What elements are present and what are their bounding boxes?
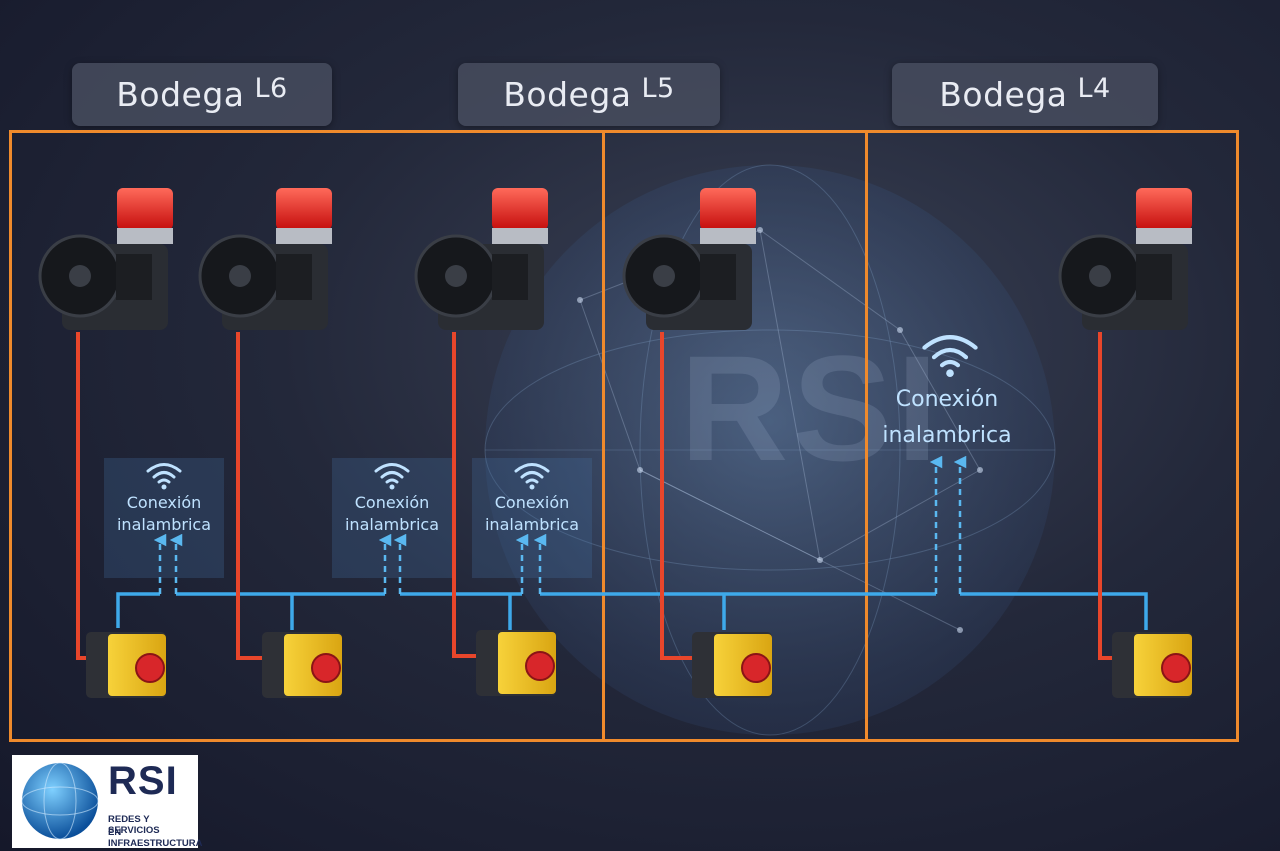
bodega-label-l5: Bodega L5 bbox=[458, 63, 720, 126]
siren-5 bbox=[1058, 188, 1192, 330]
emergency-button-1 bbox=[86, 632, 166, 698]
wireless-label-line2: inalambrica bbox=[116, 515, 211, 534]
emergency-button-4 bbox=[692, 632, 772, 698]
wireless-box-1: Conexión inalambrica bbox=[104, 458, 224, 578]
logo-subtitle-1: REDES Y SERVICIOS bbox=[108, 814, 160, 836]
emergency-button-2 bbox=[262, 632, 342, 698]
bodega-label-l6: Bodega L6 bbox=[72, 63, 332, 126]
bodega-level: L6 bbox=[254, 73, 288, 104]
logo-name: RSI bbox=[108, 759, 178, 803]
wireless-box-2: Conexión inalambrica bbox=[332, 458, 452, 578]
wireless-label-line1: Conexión bbox=[354, 493, 430, 512]
bodega-level: L5 bbox=[641, 73, 675, 104]
bodega-name: Bodega bbox=[939, 75, 1068, 114]
bodega-label-l4: Bodega L4 bbox=[892, 63, 1158, 126]
zone-frame-l4 bbox=[865, 130, 1239, 742]
wireless-large-line2: inalambrica bbox=[882, 423, 1012, 448]
emergency-button-3 bbox=[476, 630, 556, 696]
wireless-large-line1: Conexión bbox=[895, 387, 999, 412]
rsi-logo: RSI REDES Y SERVICIOS EN INFRAESTRUCTURA bbox=[12, 755, 202, 849]
logo-subtitle-2: EN INFRAESTRUCTURA bbox=[108, 827, 203, 849]
globe-logo-icon bbox=[21, 762, 99, 840]
siren-2 bbox=[198, 188, 332, 330]
bodega-name: Bodega bbox=[116, 75, 245, 114]
wireless-label-line1: Conexión bbox=[494, 493, 570, 512]
wireless-uplinks bbox=[153, 455, 967, 594]
wireless-label-line1: Conexión bbox=[126, 493, 202, 512]
wireless-bus bbox=[116, 592, 1148, 630]
bodega-name: Bodega bbox=[503, 75, 632, 114]
wireless-label-line2: inalambrica bbox=[344, 515, 439, 534]
wireless-box-3: Conexión inalambrica bbox=[472, 458, 592, 578]
wired-cables bbox=[76, 332, 1120, 660]
siren-3 bbox=[414, 188, 548, 330]
siren-1 bbox=[38, 188, 173, 330]
emergency-button-5 bbox=[1112, 632, 1192, 698]
wifi-icon bbox=[514, 463, 550, 490]
siren-4 bbox=[622, 188, 756, 330]
wireless-label-large: Conexión inalambrica bbox=[862, 382, 1032, 454]
rsi-watermark: RSI bbox=[680, 324, 943, 492]
wireless-label-line2: inalambrica bbox=[484, 515, 579, 534]
bodega-level: L4 bbox=[1077, 73, 1111, 104]
wifi-icon bbox=[374, 463, 410, 490]
wifi-icon bbox=[146, 463, 182, 490]
wifi-icon bbox=[922, 335, 978, 378]
